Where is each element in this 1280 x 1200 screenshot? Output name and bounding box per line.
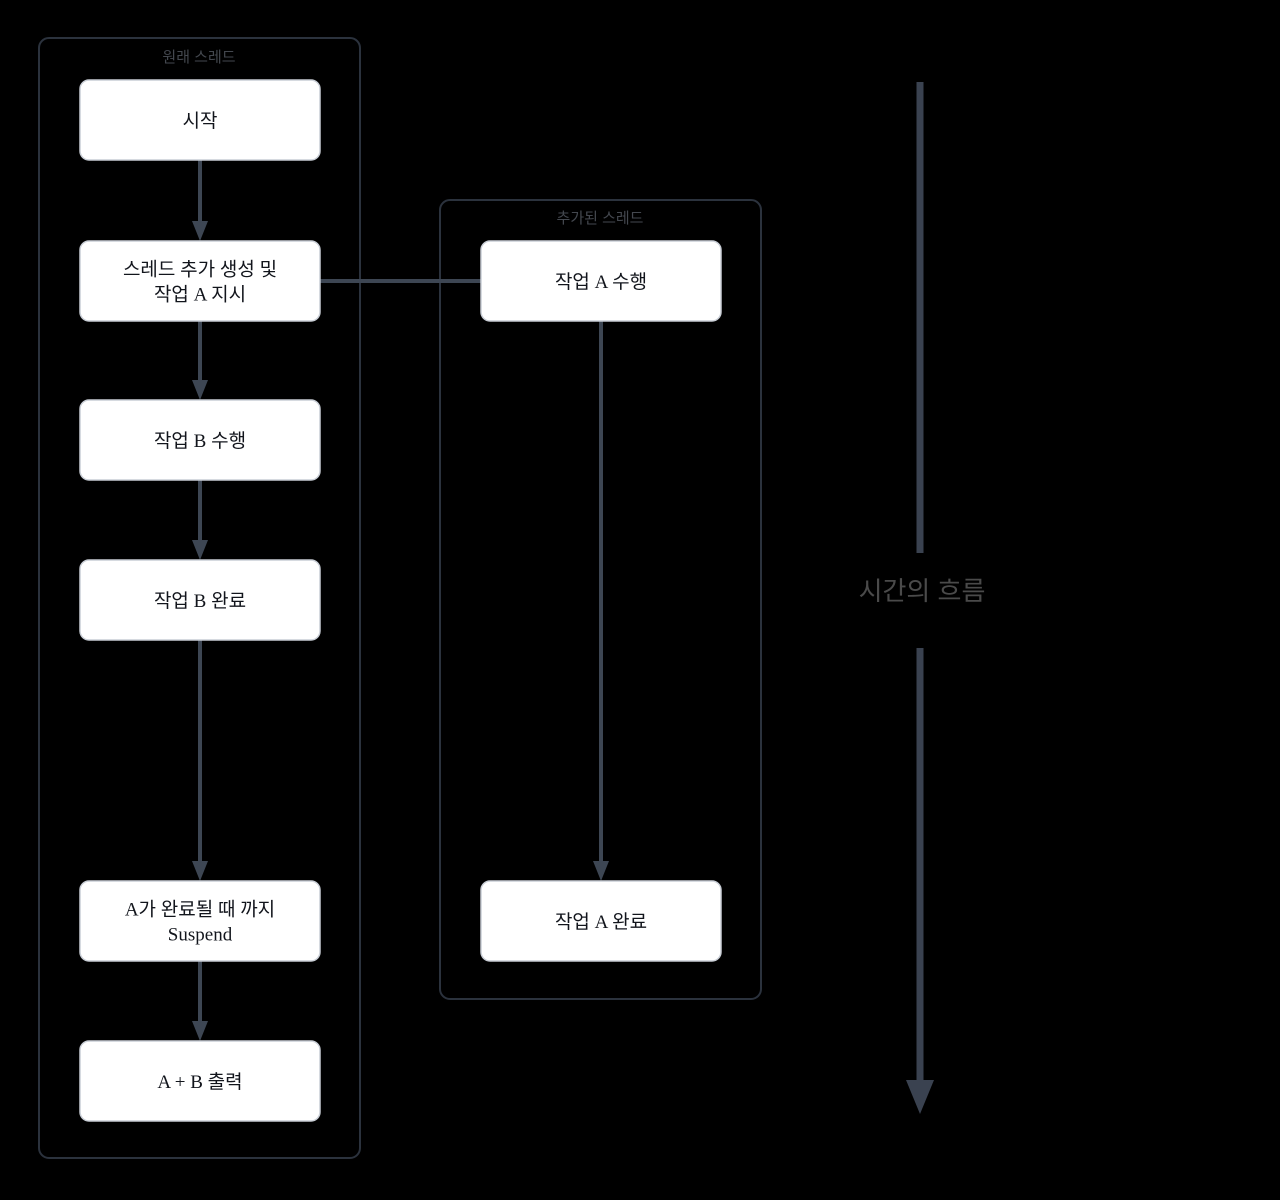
connector-arrowhead-complete-to-suspend: [192, 861, 208, 881]
lane-label-backdrop-added-thread: [532, 207, 668, 231]
node-box-task-b-complete[interactable]: [79, 559, 321, 641]
node-box-spawn-thread-assign-a[interactable]: [79, 240, 321, 322]
node-label-task-a-complete: 작업 A 완료: [555, 911, 647, 933]
time-axis-label: 시간의 흐름: [859, 576, 986, 606]
connector-arrowhead-task-b-to-complete: [192, 540, 208, 560]
node-label-start: 시작: [183, 110, 218, 132]
node-box-do-task-b[interactable]: [79, 399, 321, 481]
node-box-do-task-a[interactable]: [480, 240, 722, 322]
flow-node-do-task-a[interactable]: 작업 A 수행: [480, 240, 722, 322]
node-label-task-b-complete: 작업 B 완료: [154, 590, 246, 612]
connector-arrowhead-task-a-to-a-complete: [593, 861, 609, 881]
node-box-start[interactable]: [79, 79, 321, 161]
connector-start-to-spawn: [192, 160, 208, 241]
flow-node-print-a-plus-b[interactable]: A + B 출력: [79, 1040, 321, 1122]
connector-arrowhead-start-to-spawn: [192, 221, 208, 241]
node-box-print-a-plus-b[interactable]: [79, 1040, 321, 1122]
lane-border-original-thread: [38, 37, 361, 1159]
node-box-suspend-until-a[interactable]: [79, 880, 321, 962]
lane-label-added-thread: 추가된 스레드: [557, 210, 644, 227]
flow-node-task-b-complete[interactable]: 작업 B 완료: [79, 559, 321, 641]
time-axis-layer: 시간의 흐름: [859, 82, 986, 1114]
node-box-task-a-complete[interactable]: [480, 880, 722, 962]
node-label-print-a-plus-b: A + B 출력: [157, 1071, 242, 1093]
lane-label-original-thread: 원래 스레드: [162, 49, 235, 66]
lane-label-backdrop-original-thread: [140, 46, 258, 70]
connector-arrowhead-suspend-to-print: [192, 1021, 208, 1041]
connector-task-a-to-a-complete: [593, 321, 609, 881]
flow-node-do-task-b[interactable]: 작업 B 수행: [79, 399, 321, 481]
connector-arrowhead-spawn-to-task-b: [192, 380, 208, 400]
lane-border-added-thread: [439, 199, 762, 1000]
thread-lane-original-thread: 원래 스레드: [38, 37, 361, 1159]
node-label-do-task-b: 작업 B 수행: [154, 430, 246, 452]
flow-node-start[interactable]: 시작: [79, 79, 321, 161]
thread-lane-added-thread: 추가된 스레드: [439, 199, 762, 1000]
connector-complete-to-suspend: [192, 640, 208, 881]
connector-suspend-to-print: [192, 961, 208, 1041]
time-axis-arrowhead: [906, 1080, 934, 1114]
connector-spawn-to-task-b: [192, 321, 208, 400]
connector-task-b-to-complete: [192, 480, 208, 560]
time-axis: 시간의 흐름: [859, 82, 986, 1114]
flow-node-task-a-complete[interactable]: 작업 A 완료: [480, 880, 722, 962]
node-label-do-task-a: 작업 A 수행: [555, 271, 647, 293]
connectors-layer: [192, 160, 609, 1041]
